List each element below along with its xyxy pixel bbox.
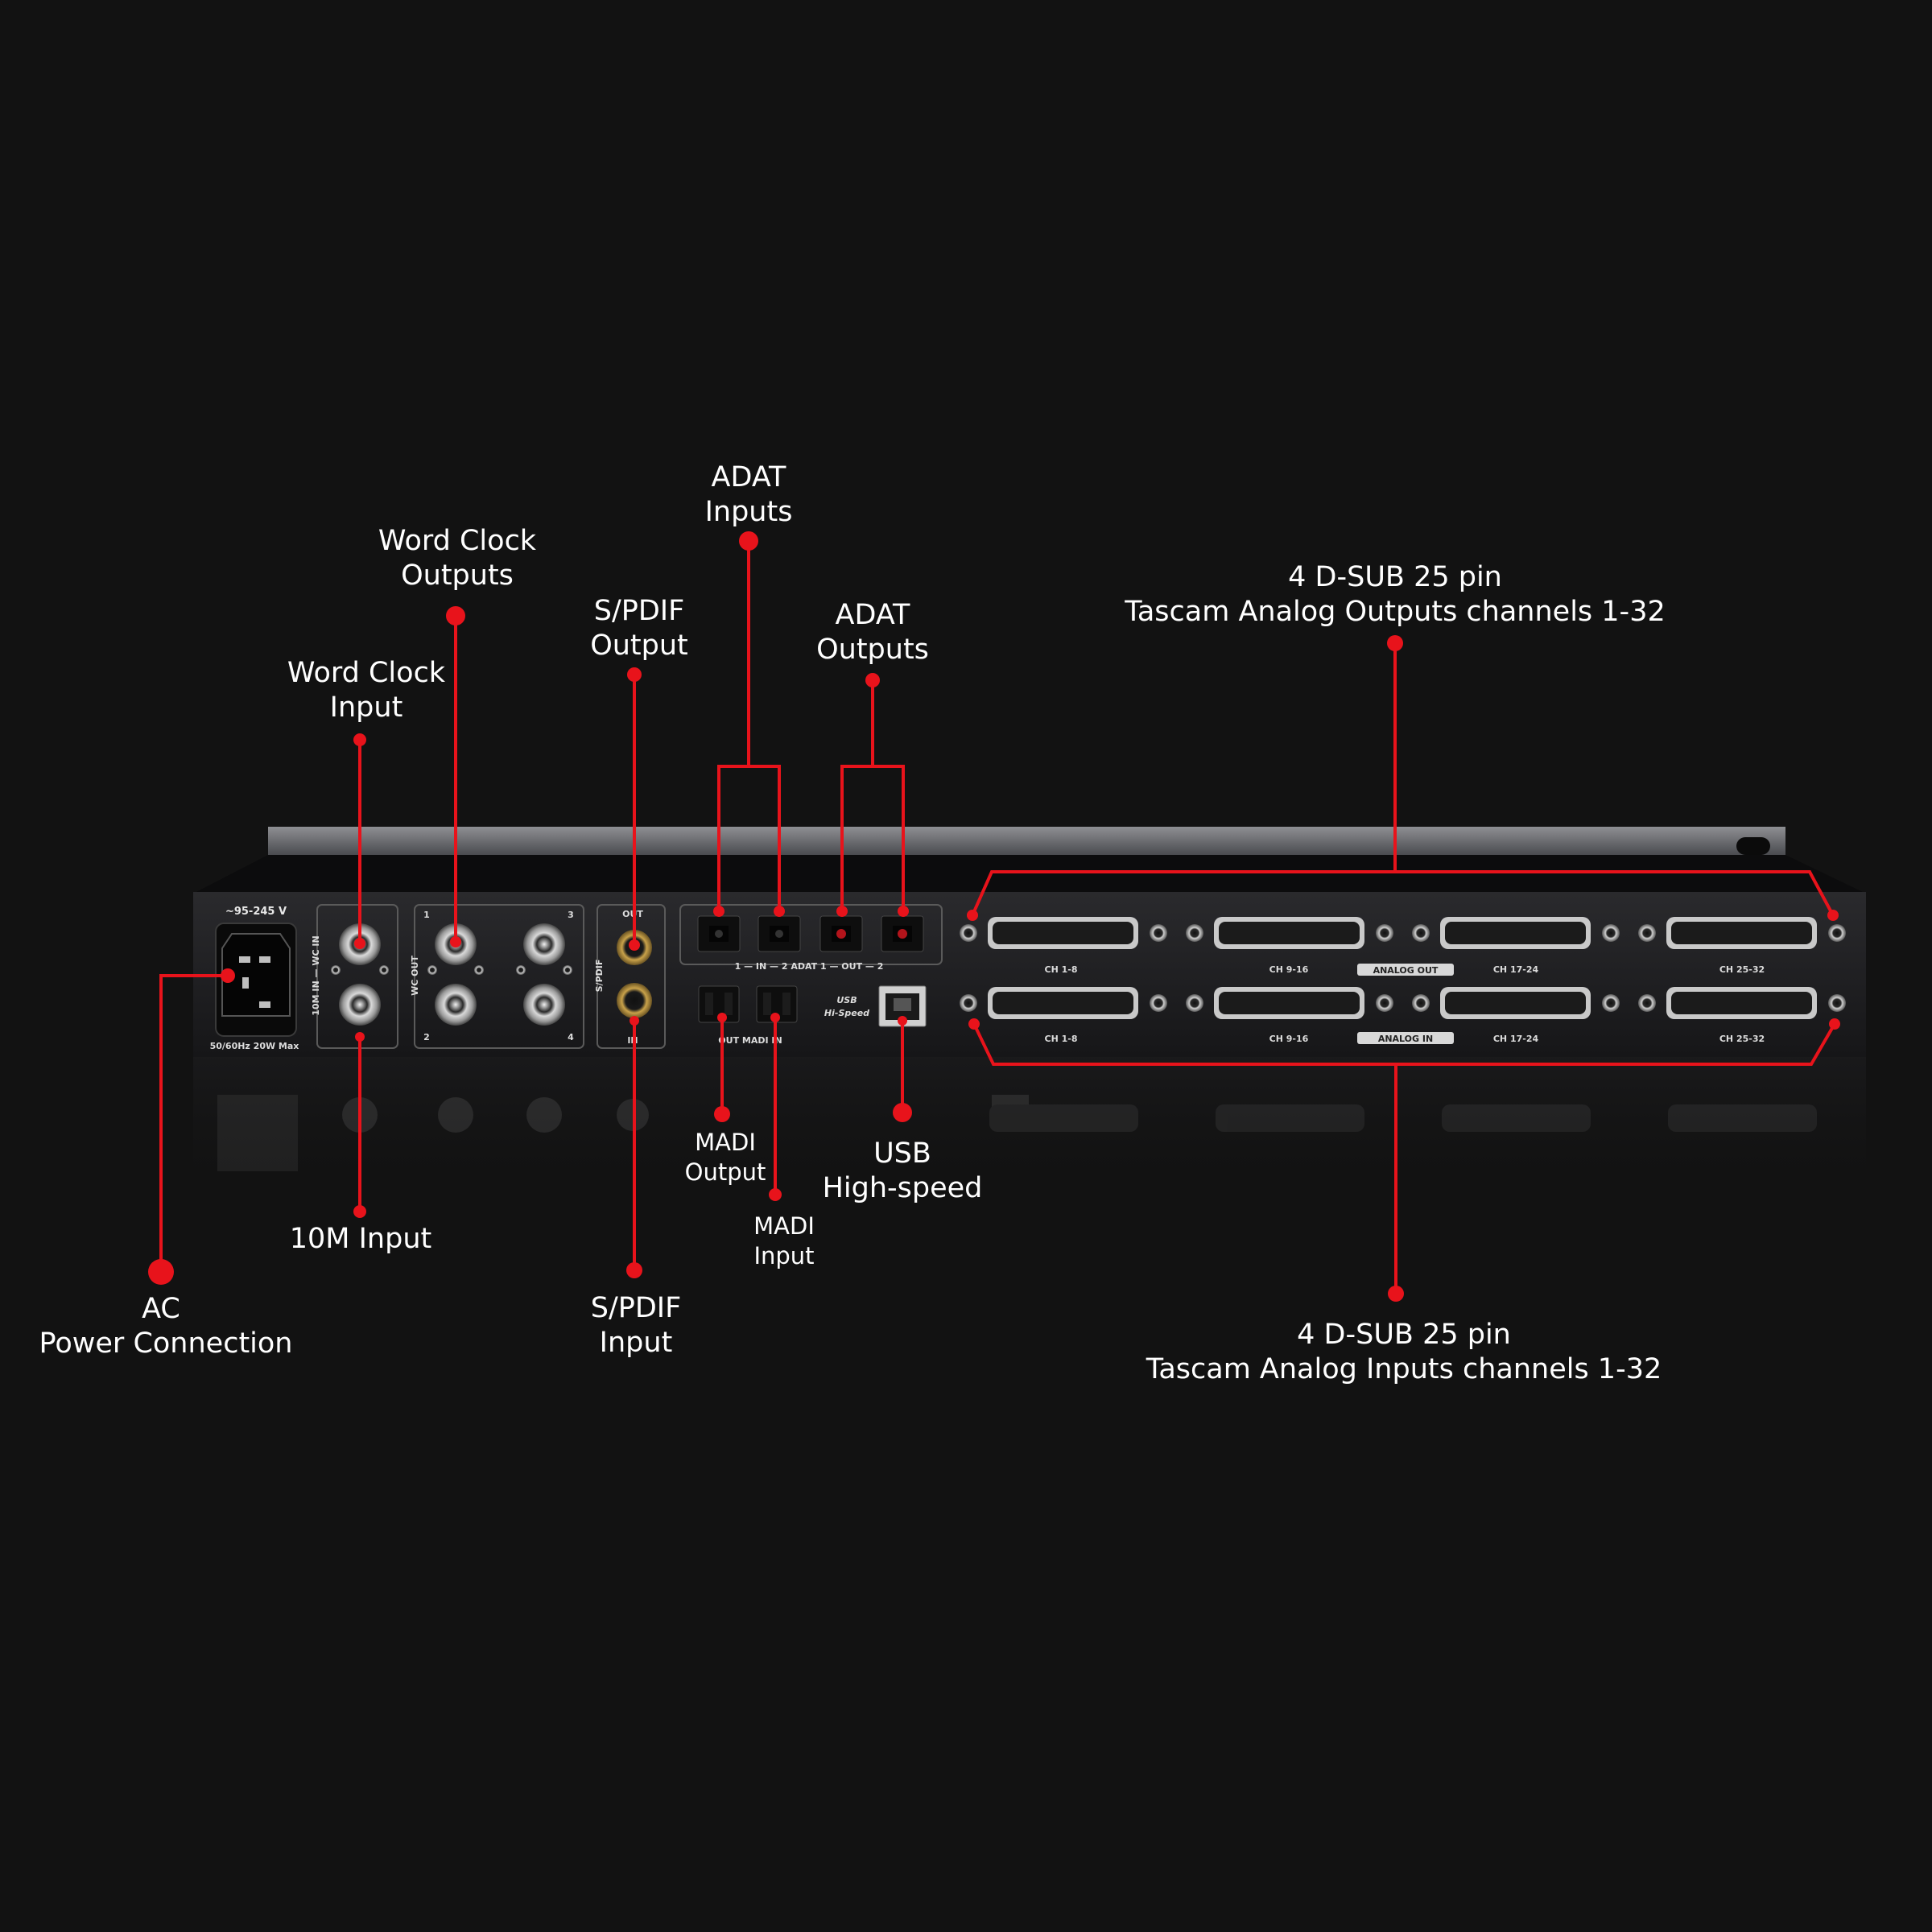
analog-in-label: ANALOG IN (1378, 1034, 1433, 1044)
madi-input-line-2: Input (753, 1242, 814, 1269)
adat-in-1[interactable] (697, 915, 741, 952)
dsub-inputs-line-2: Tascam Analog Inputs channels 1-32 (1146, 1353, 1662, 1385)
in-ch-17-24: CH 17-24 (1493, 1034, 1539, 1044)
callout-usb: USB High-speed (823, 1016, 983, 1204)
adat-inputs-line-2: Inputs (705, 496, 793, 528)
device-rear-panel: ~95-245 V 50/60Hz 20W Max 10M IN — WC IN… (193, 827, 1866, 1202)
wc-out-bnc-2[interactable] (435, 984, 477, 1026)
out-ch-25-32: CH 25-32 (1719, 964, 1765, 975)
chassis-top (193, 855, 1866, 894)
usb-line-1: USB (873, 1137, 931, 1170)
ac-power-inlet: ~95-245 V 50/60Hz 20W Max (210, 906, 299, 1051)
ac-power-line-2: Power Connection (39, 1327, 293, 1360)
adat-inputs-line-1: ADAT (712, 461, 787, 493)
rack-slot (1736, 837, 1770, 855)
top-plate (268, 827, 1785, 855)
spdif-input-line-1: S/PDIF (591, 1292, 682, 1324)
voltage-label: ~95-245 V (225, 906, 287, 918)
callout-ac-power: AC Power Connection (39, 968, 293, 1360)
analog-out-label: ANALOG OUT (1373, 965, 1439, 976)
out-ch-17-24: CH 17-24 (1493, 964, 1539, 975)
callout-madi-input: MADI Input (753, 1013, 815, 1269)
spdif-block: OUT IN S/PDIF (594, 904, 666, 1049)
madi-output-line-1: MADI (695, 1129, 756, 1156)
wc-out-label: WC OUT (410, 956, 420, 996)
tenm-in-bnc[interactable] (339, 984, 381, 1026)
spdif-output-line-2: Output (590, 630, 688, 662)
panel-reflection (193, 1057, 1866, 1202)
word-clock-in-block: 10M IN — WC IN (311, 904, 398, 1049)
madi-label: OUT MADI IN (718, 1035, 782, 1046)
adat-block: 1 — IN — 2 ADAT 1 — OUT — 2 (679, 904, 943, 972)
spdif-input-line-2: Input (600, 1327, 673, 1359)
madi-block: OUT MADI IN (698, 985, 798, 1046)
callout-adat-inputs: ADAT Inputs (705, 461, 793, 917)
wc-out-bnc-4[interactable] (523, 984, 565, 1026)
callout-dsub-outputs: 4 D-SUB 25 pin Tascam Analog Outputs cha… (967, 561, 1839, 921)
wc-out-num-4: 4 (568, 1032, 574, 1042)
out-ch-1-8: CH 1-8 (1045, 964, 1078, 975)
spdif-label: S/PDIF (594, 960, 605, 993)
in-ch-9-16: CH 9-16 (1269, 1034, 1309, 1044)
spdif-in-rca[interactable] (617, 983, 652, 1018)
in-ch-25-32: CH 25-32 (1719, 1034, 1765, 1044)
wc-input-line-1: Word Clock (287, 657, 446, 689)
wc-in-label: 10M IN — WC IN (311, 935, 321, 1015)
dsub-inputs-line-1: 4 D-SUB 25 pin (1297, 1319, 1511, 1351)
out-ch-9-16: CH 9-16 (1269, 964, 1309, 975)
reflection-jacks (217, 1095, 1817, 1171)
dsub-outputs-line-2: Tascam Analog Outputs channels 1-32 (1124, 596, 1665, 628)
callout-adat-outputs: ADAT Outputs (816, 599, 929, 917)
wc-out-num-1: 1 (423, 910, 430, 920)
usb-block: USB Hi-Speed (824, 985, 927, 1027)
usb-speed-label: Hi-Speed (824, 1008, 869, 1018)
adat-outputs-line-2: Outputs (816, 634, 929, 666)
callout-10m-input: 10M Input (290, 1032, 432, 1255)
tenm-input-line-1: 10M Input (290, 1223, 432, 1255)
adat-in-2[interactable] (758, 915, 801, 952)
in-ch-1-8: CH 1-8 (1045, 1034, 1078, 1044)
madi-out-port[interactable] (698, 985, 740, 1023)
wc-outputs-line-1: Word Clock (378, 525, 537, 557)
ac-power-line-1: AC (142, 1293, 180, 1325)
usb-port[interactable] (878, 985, 927, 1027)
callout-word-clock-outputs: Word Clock Outputs (378, 525, 537, 947)
spdif-output-line-1: S/PDIF (594, 595, 685, 627)
wc-out-num-3: 3 (568, 910, 574, 920)
dsub-out-row: CH 1-8 CH 9-16 ANALOG OUT CH 17-24 CH 25… (960, 917, 1846, 976)
panel-face (193, 892, 1866, 1057)
madi-output-line-2: Output (685, 1158, 766, 1186)
callout-dsub-inputs: 4 D-SUB 25 pin Tascam Analog Inputs chan… (968, 1018, 1840, 1385)
adat-outputs-line-1: ADAT (836, 599, 911, 631)
usb-line-2: High-speed (823, 1172, 983, 1204)
wc-out-num-2: 2 (423, 1032, 430, 1042)
power-rating-label: 50/60Hz 20W Max (210, 1041, 299, 1051)
madi-input-line-1: MADI (753, 1212, 815, 1240)
adat-label: 1 — IN — 2 ADAT 1 — OUT — 2 (735, 961, 884, 972)
wc-outputs-line-2: Outputs (401, 559, 514, 592)
callout-word-clock-input: Word Clock Input (287, 657, 446, 949)
dsub-in-row: CH 1-8 CH 9-16 ANALOG IN CH 17-24 CH 25-… (960, 987, 1846, 1044)
callouts: ADAT Inputs Word Clock Outputs S/PDIF Ou… (39, 461, 1840, 1385)
callout-spdif-output: S/PDIF Output (590, 595, 688, 951)
wc-input-line-2: Input (330, 691, 403, 724)
callout-madi-output: MADI Output (685, 1013, 766, 1186)
callout-spdif-input: S/PDIF Input (591, 1016, 682, 1359)
usb-logo: USB (836, 995, 857, 1005)
adat-out-2[interactable] (881, 915, 924, 952)
wc-out-bnc-3[interactable] (523, 923, 565, 965)
adat-out-1[interactable] (819, 915, 863, 952)
dsub-outputs-line-1: 4 D-SUB 25 pin (1288, 561, 1502, 593)
